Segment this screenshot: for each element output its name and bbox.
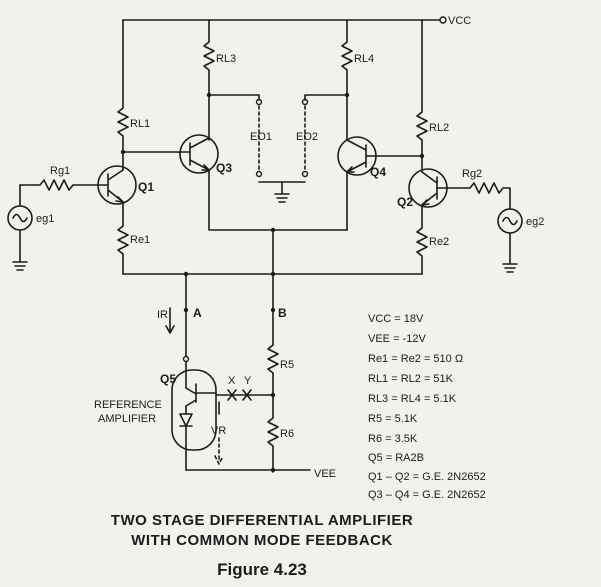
- node-a-label: A: [193, 306, 202, 320]
- rg2-label: Rg2: [462, 168, 482, 180]
- node-y-label: Y: [244, 375, 252, 387]
- rl3-resistor: [203, 19, 215, 96]
- rl1-resistor: [117, 107, 129, 151]
- figure-label: Figure 4.23: [217, 560, 307, 579]
- re2-resistor: [416, 213, 428, 275]
- r5-resistor: [267, 344, 279, 396]
- ir-label: IR: [157, 309, 168, 321]
- r6-resistor: [267, 394, 279, 473]
- rl2-resistor: [416, 111, 428, 151]
- q5-reference-amplifier: [171, 369, 217, 451]
- q4-label: Q4: [370, 165, 386, 179]
- spec-line: R5 = 5.1K: [368, 413, 418, 425]
- vee-label: VEE: [314, 468, 336, 480]
- re1-resistor: [117, 211, 129, 275]
- node-b-label: B: [278, 306, 287, 320]
- wire-rg1: [19, 179, 109, 191]
- spec-line: Q5 = RA2B: [368, 452, 424, 464]
- node-x-label: X: [228, 375, 236, 387]
- rl4-label: RL4: [354, 53, 374, 65]
- q2-label: Q2: [397, 195, 413, 209]
- rl2-label: RL2: [429, 122, 449, 134]
- ref-amp-label-1: REFERENCE: [94, 399, 162, 411]
- rl4-resistor: [341, 19, 353, 96]
- wire-rg2: [436, 182, 511, 209]
- re2-label: Re2: [429, 236, 449, 248]
- spec-line: R6 = 3.5K: [368, 433, 418, 445]
- re1-label: Re1: [130, 234, 150, 246]
- spec-line: Re1 = Re2 = 510 Ω: [368, 353, 463, 365]
- q4-transistor: [337, 136, 377, 176]
- eo2-label: EO2: [296, 131, 318, 143]
- rl3-label: RL3: [216, 53, 236, 65]
- spec-line: Q3 – Q4 = G.E. 2N2652: [368, 489, 486, 501]
- q3-label: Q3: [216, 161, 232, 175]
- eg2-label: eg2: [526, 216, 544, 228]
- vcc-label: VCC: [448, 15, 471, 27]
- ref-amp-label-2: AMPLIFIER: [98, 413, 156, 425]
- spec-line: VEE = -12V: [368, 333, 426, 345]
- q1-label: Q1: [138, 180, 154, 194]
- vr-label: VR: [211, 425, 226, 437]
- caption-line-2: WITH COMMON MODE FEEDBACK: [131, 532, 393, 549]
- eo1-label: EO1: [250, 131, 272, 143]
- caption-line-1: TWO STAGE DIFFERENTIAL AMPLIFIER: [111, 512, 413, 529]
- spec-list: VCC = 18V VEE = -12V Re1 = Re2 = 510 Ω R…: [368, 313, 486, 501]
- r6-label: R6: [280, 428, 294, 440]
- spec-line: RL3 = RL4 = 5.1K: [368, 393, 457, 405]
- vcc-terminal: [439, 16, 447, 24]
- q5-label: Q5: [160, 372, 176, 386]
- eg1-label: eg1: [36, 213, 54, 225]
- rg1-label: Rg1: [50, 165, 70, 177]
- spec-line: RL1 = RL2 = 51K: [368, 373, 454, 385]
- spec-line: Q1 – Q2 = G.E. 2N2652: [368, 471, 486, 483]
- spec-line: VCC = 18V: [368, 313, 424, 325]
- r5-label: R5: [280, 359, 294, 371]
- rl1-label: RL1: [130, 118, 150, 130]
- q3-transistor: [179, 134, 219, 174]
